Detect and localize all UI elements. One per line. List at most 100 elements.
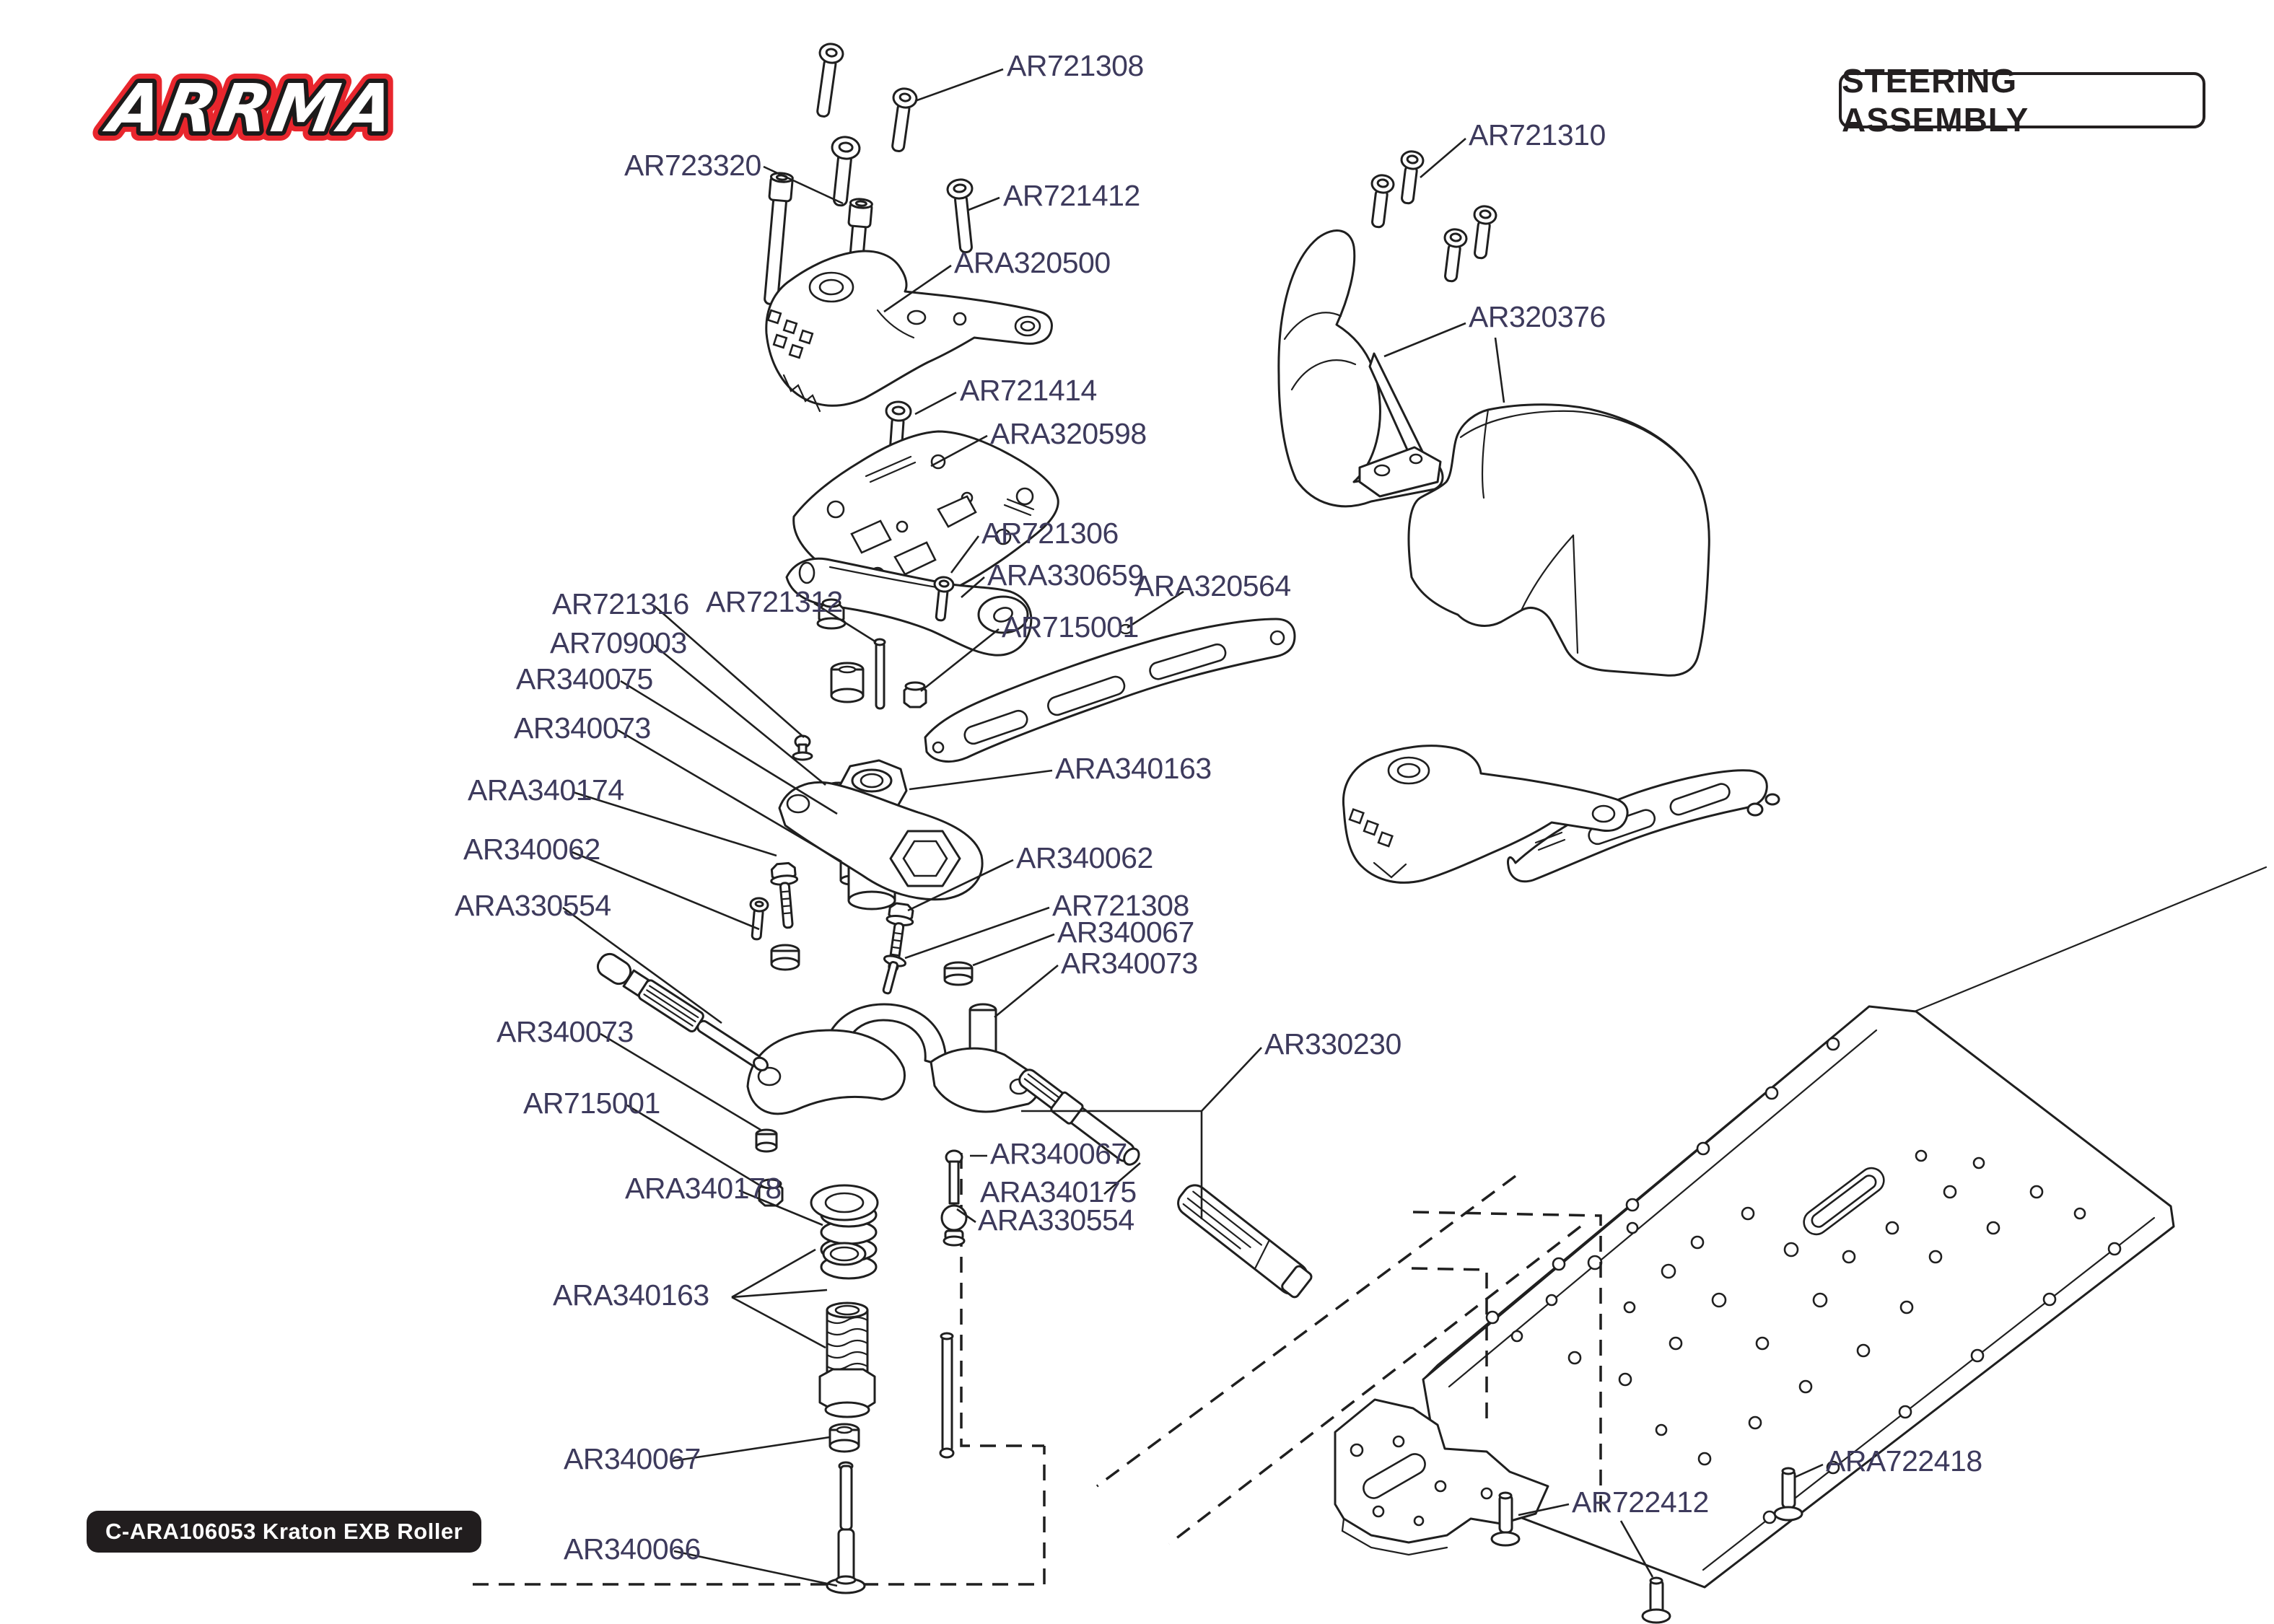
steering-brace-ara320564: [924, 618, 1296, 763]
part-label-ar721316: AR721316: [552, 587, 689, 620]
arrma-logo-letters: ARRMA ARRMA ARRMA: [89, 61, 412, 157]
part-label-ar340062-a: AR340062: [463, 833, 600, 866]
part-label-ar340066: AR340066: [564, 1532, 701, 1566]
svg-text:ARRMA: ARRMA: [99, 70, 403, 147]
dashed-guides: [473, 1153, 1602, 1586]
servo-mount-ara320500: [765, 250, 1053, 413]
leader-line-ar715001-b: [626, 1104, 764, 1189]
leader-line-ara340163-b: [731, 1248, 816, 1299]
part-label-ar715001-a: AR715001: [1002, 610, 1139, 644]
leader-line-ar721412: [968, 196, 1000, 211]
leader-line-ar721414: [914, 391, 957, 416]
leader-lines: [562, 68, 1824, 1587]
part-label-ar721312: AR721312: [706, 585, 843, 618]
part-labels: AR721308AR723320AR721412ARA320500AR72141…: [455, 49, 1982, 1566]
leader-line-ar320376: [1494, 337, 1505, 403]
post-seal-stack: [810, 1184, 879, 1418]
leader-line-ar721308-top: [914, 68, 1004, 102]
servo-plate-ara320598: [792, 430, 1059, 605]
leader-line-ar722412: [1518, 1503, 1570, 1517]
part-label-ara340175: ARA340175: [980, 1175, 1137, 1208]
part-label-ara320500: ARA320500: [954, 246, 1111, 279]
leader-line-ara722418: [1793, 1463, 1824, 1479]
leader-line-ara340174: [572, 791, 777, 857]
page-title-box: STEERING ASSEMBLY: [1839, 62, 2205, 139]
part-label-ar721414: AR721414: [960, 374, 1097, 407]
leader-line-ar709003: [653, 644, 826, 786]
steering-link-ara330554: [596, 952, 769, 1071]
leader-line-ar340073-c: [600, 1032, 761, 1131]
part-label-ara330554-a: ARA330554: [455, 889, 611, 922]
part-label-ar709003: AR709003: [550, 626, 687, 659]
kit-badge: C-ARA106053 Kraton EXB Roller: [87, 1511, 482, 1553]
screw-ar721412: [946, 178, 974, 254]
part-label-ara340178: ARA340178: [625, 1172, 782, 1205]
leader-line-ara320564: [1127, 590, 1184, 629]
svg-text:ARRMA: ARRMA: [99, 70, 403, 147]
leader-line-ar721310: [1420, 138, 1466, 178]
leader-line-ar723320: [763, 165, 844, 205]
chassis-screw-left: [1490, 1491, 1521, 1547]
part-label-ar320376: AR320376: [1469, 300, 1606, 333]
assembled-steering-unit: [1342, 745, 1780, 884]
leader-line-ara340163-b: [731, 1296, 826, 1349]
arrma-logo-canvas: ARRMA ARRMA ARRMA: [89, 61, 412, 157]
arrma-logo: ARRMA ARRMA ARRMA: [78, 56, 439, 157]
part-label-ar722412: AR722412: [1572, 1485, 1709, 1519]
part-label-ara330659: ARA330659: [987, 558, 1144, 592]
part-label-ar340067-a: AR340067: [1057, 916, 1194, 949]
exploded-steering-stack: [596, 43, 1313, 1594]
servo-horn-ara340174: [778, 781, 984, 901]
page-title: STEERING ASSEMBLY: [1842, 62, 2029, 139]
part-label-ar721308-b: AR721308: [1052, 889, 1189, 922]
chassis-screw-mid: [1641, 1576, 1671, 1624]
leader-line-ar320376: [1383, 322, 1466, 358]
chassis-screw-right: [1773, 1467, 1803, 1522]
leader-line-ar340073-a: [617, 729, 842, 863]
leader-line-ara330659: [961, 576, 985, 598]
part-label-ara722418: ARA722418: [1826, 1444, 1982, 1478]
part-label-ar721306: AR721306: [981, 517, 1119, 550]
leader-line-ara340163-b: [731, 1289, 828, 1299]
part-label-ar721412: AR721412: [1003, 179, 1140, 212]
servo-guard: [1277, 229, 1710, 677]
part-label-ara340163-a: ARA340163: [1055, 752, 1212, 785]
part-label-ar340067-c: AR340067: [564, 1442, 701, 1475]
leader-line-ara320598: [930, 434, 988, 468]
part-label-ara320598: ARA320598: [990, 417, 1147, 450]
leader-line-ara340163-a: [909, 769, 1053, 791]
ball-stud-pin: [940, 1149, 968, 1247]
part-label-ar721308-top: AR721308: [1007, 49, 1144, 82]
leader-line-ara340175: [1103, 1162, 1141, 1195]
part-label-ar721310: AR721310: [1469, 118, 1606, 152]
screws-ar721310: [1370, 150, 1497, 283]
leader-line-ar340067-c: [672, 1436, 831, 1462]
bellcrank-hardware: [749, 861, 997, 1066]
screw-ar721306: [933, 576, 955, 622]
part-label-ar340073-b: AR340073: [1061, 947, 1198, 980]
leader-line-ar721306: [950, 535, 980, 574]
kit-badge-label: C-ARA106053 Kraton EXB Roller: [105, 1519, 463, 1544]
part-label-ar340073-a: AR340073: [514, 711, 651, 745]
leader-line-ar722412: [1619, 1520, 1654, 1578]
part-label-ar723320: AR723320: [624, 149, 761, 182]
leader-line-ar721308-b: [904, 906, 1050, 960]
leader-line-ar340075: [620, 680, 838, 815]
bellcrank-support-ara330659: [785, 557, 1033, 657]
svg-text:ARRMA: ARRMA: [99, 70, 403, 147]
servo-linkage-ar330230: [1018, 1068, 1313, 1299]
part-label-ara320564: ARA320564: [1134, 569, 1291, 602]
bellcrank-arms: [746, 1003, 1040, 1153]
leader-line-ar340066: [673, 1550, 838, 1587]
leader-line-ar340073-b: [994, 964, 1059, 1019]
leader-line-ara320500: [883, 264, 952, 313]
part-label-ar715001-b: AR715001: [523, 1087, 660, 1120]
bottom-screw-stack: [826, 1332, 955, 1594]
leader-line-ar721316: [654, 605, 805, 738]
part-label-ar340067-b: AR340067: [990, 1137, 1127, 1170]
part-label-ar340073-c: AR340073: [497, 1015, 634, 1048]
part-label-ara340163-b: ARA340163: [553, 1278, 709, 1312]
leader-line-ar715001-a: [920, 628, 1000, 693]
